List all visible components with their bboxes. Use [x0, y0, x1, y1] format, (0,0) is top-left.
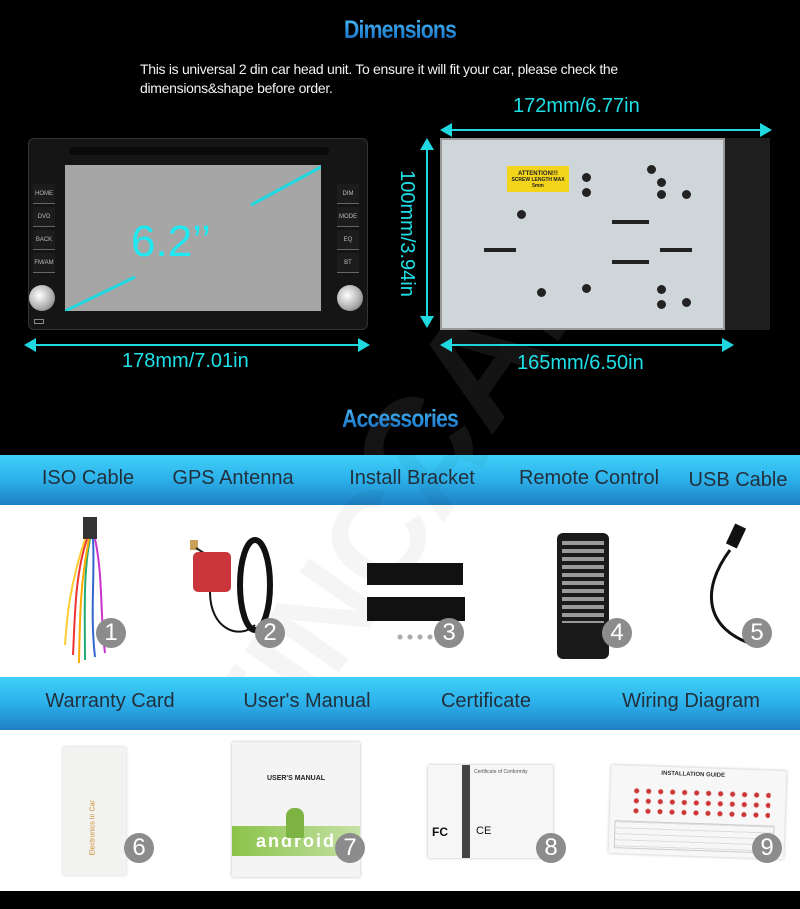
hole	[647, 165, 656, 174]
hole	[582, 188, 591, 197]
iso-cable-image	[64, 517, 106, 664]
label-warranty-card: Warranty Card	[45, 690, 175, 712]
users-manual-title: USER'S MANUAL	[266, 775, 326, 782]
install-bracket-image	[367, 597, 465, 621]
hole	[682, 298, 691, 307]
accessory-label-band-1: ISO Cable GPS Antenna Install Bracket Re…	[0, 455, 800, 505]
label-iso-cable: ISO Cable	[41, 467, 135, 489]
volume-knob	[29, 285, 55, 311]
dimensions-title: Dimensions	[60, 16, 740, 45]
install-bracket-image	[367, 563, 463, 585]
chassis-length-top-arrow	[440, 123, 772, 137]
slot	[612, 260, 649, 264]
number-badge: 6	[124, 833, 154, 863]
label-remote-control: Remote Control	[518, 467, 660, 489]
accessories-title: Accessories	[60, 405, 740, 434]
slot	[612, 220, 649, 224]
android-robot-icon	[286, 808, 304, 838]
head-unit-front: 6.2’’ HOME DVD BACK FM/AM DIM MODE EQ BT	[28, 138, 368, 330]
number-badge: 8	[536, 833, 566, 863]
attention-line1: ATTENTION!!!	[518, 171, 558, 177]
button-fmam: FM/AM	[33, 253, 55, 273]
hole	[582, 173, 591, 182]
label-usb-cable: USB Cable	[688, 469, 788, 491]
gps-antenna-image	[190, 537, 273, 633]
hole	[657, 178, 666, 187]
label-certificate: Certificate	[440, 690, 532, 712]
screen-size-label: 6.2’’	[131, 217, 211, 266]
chassis-height-arrow	[420, 138, 434, 328]
button-dim: DIM	[337, 184, 359, 204]
chassis-height-label: 100mm/3.94in	[395, 170, 418, 297]
disc-slot	[69, 147, 329, 155]
chassis-body: ATTENTION!!! SCREW LENGTH MAX 5mm	[440, 138, 725, 330]
button-dvd: DVD	[33, 207, 55, 227]
tune-knob	[337, 285, 363, 311]
front-width-label: 178mm/7.01in	[122, 350, 249, 372]
wiring-diagram-title: INSTALLATION GUIDE	[661, 770, 726, 779]
accessory-row-2: Electronics In Car USER'S MANUAL android…	[0, 730, 800, 891]
head-unit-chassis: ATTENTION!!! SCREW LENGTH MAX 5mm	[440, 138, 770, 330]
number-badge: 7	[335, 833, 365, 863]
button-home: HOME	[33, 184, 55, 204]
label-gps-antenna: GPS Antenna	[172, 467, 294, 489]
warranty-card-print: Electronics In Car	[89, 800, 97, 856]
attention-line3: 5mm	[532, 183, 544, 189]
certificate-title: Certificate of Conformity	[474, 769, 528, 775]
attention-line2: SCREW LENGTH MAX	[511, 177, 565, 183]
chassis-length-top-label: 172mm/6.77in	[513, 95, 640, 117]
hole	[657, 300, 666, 309]
chassis-front-bezel	[725, 138, 770, 330]
ce-mark-icon: CE	[476, 825, 492, 837]
accessory-label-band-2: Warranty Card User's Manual Certificate …	[0, 677, 800, 730]
intro-text: This is universal 2 din car head unit. T…	[140, 61, 618, 96]
hole	[582, 284, 591, 293]
slot	[484, 248, 516, 252]
button-back: BACK	[33, 230, 55, 250]
fc-mark-icon: FC	[432, 825, 448, 839]
label-wiring-diagram: Wiring Diagram	[622, 690, 760, 712]
screen	[65, 165, 321, 311]
slot	[660, 248, 692, 252]
number-badge: 1	[96, 618, 126, 648]
diagonal-line	[65, 165, 321, 311]
label-users-manual: User's Manual	[243, 690, 371, 712]
chassis-length-bottom-arrow	[440, 338, 734, 352]
warranty-card-image: Electronics In Car	[63, 747, 126, 875]
android-logo-text: android	[256, 831, 336, 851]
number-badge: 4	[602, 618, 632, 648]
remote-control-image	[557, 533, 609, 659]
chassis-length-bottom-label: 165mm/6.50in	[517, 352, 644, 374]
button-mode: MODE	[337, 207, 359, 227]
hole	[517, 210, 526, 219]
number-badge: 2	[255, 618, 285, 648]
hole	[657, 190, 666, 199]
label-install-bracket: Install Bracket	[349, 467, 475, 489]
hole	[682, 190, 691, 199]
usb-cable-image	[709, 523, 756, 647]
number-badge: 3	[434, 618, 464, 648]
certificate-image: Certificate of Conformity FC CE	[428, 765, 553, 858]
hole	[537, 288, 546, 297]
hole	[657, 285, 666, 294]
button-eq: EQ	[337, 230, 359, 250]
front-width-arrow	[24, 338, 370, 352]
number-badge: 9	[752, 833, 782, 863]
usb-port-icon	[34, 319, 44, 324]
screws-image	[395, 632, 435, 642]
button-bt: BT	[337, 253, 359, 273]
accessory-row-1: EINCAR 1 2 3 4 5	[0, 304, 800, 796]
attention-sticker: ATTENTION!!! SCREW LENGTH MAX 5mm	[507, 166, 569, 192]
number-badge: 5	[742, 618, 772, 648]
